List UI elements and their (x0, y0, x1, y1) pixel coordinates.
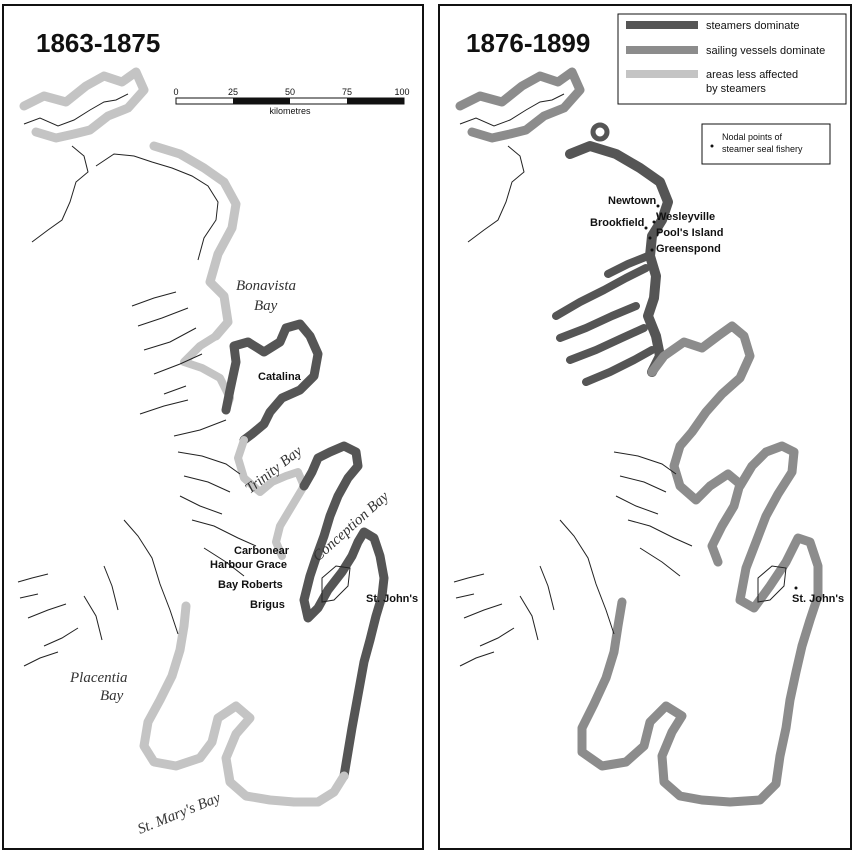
town-harbour-grace: Harbour Grace (210, 559, 287, 571)
coastline-bonavista-fjords (131, 291, 227, 437)
nodal-legend-label: Nodal points of (722, 132, 783, 142)
coast-band-northeast (565, 141, 673, 377)
nodal-legend: Nodal points of steamer seal fishery (701, 123, 831, 165)
bay-label-bonavista: Bonavista (236, 278, 296, 294)
town-brigus: Brigus (250, 599, 285, 611)
nodal-point (794, 586, 798, 590)
coastline-avalon-inner (757, 565, 787, 603)
bay-label-placentia-2: Bay (100, 688, 124, 704)
town-carbonear: Carbonear (234, 545, 290, 557)
legend-label-less-affected-2: by steamers (706, 83, 766, 95)
town-st-johns: St. John's (366, 593, 418, 605)
town-brookfield: Brookfield (590, 217, 644, 229)
nodal-point (644, 226, 648, 230)
legend: steamers dominate sailing vessels domina… (617, 13, 847, 105)
scale-tick-50: 50 (285, 87, 295, 97)
nodal-point (652, 220, 656, 224)
panel-title-left: 1863-1875 (36, 28, 160, 58)
coastline-inland (95, 153, 219, 261)
nodal-point (656, 204, 660, 208)
coastline-north (23, 93, 129, 243)
town-newtown: Newtown (608, 195, 657, 207)
nodal-legend-label-2: steamer seal fishery (722, 144, 803, 154)
town-pools-island: Pool's Island (656, 227, 723, 239)
scale-bar-segment (347, 98, 404, 104)
bay-label-st-marys: St. Mary's Bay (136, 790, 224, 838)
scale-tick-25: 25 (228, 87, 238, 97)
nodal-legend-box (701, 123, 831, 165)
coast-band-bonavista (552, 252, 656, 386)
coast-band-north (455, 67, 585, 143)
town-st-johns: St. John's (792, 593, 844, 605)
coastline-avalon-inner (321, 565, 351, 603)
coast-band-trinity (234, 436, 308, 560)
scale-unit: kilometres (269, 106, 311, 116)
town-wesleyville: Wesleyville (656, 211, 715, 223)
coastline-trinity-fjords (613, 451, 693, 577)
bay-label-bonavista-2: Bay (254, 298, 278, 314)
coastline-placentia (17, 519, 179, 667)
nodal-points (644, 204, 798, 590)
town-catalina: Catalina (258, 371, 302, 383)
scale-bar-segment (233, 98, 290, 104)
coast-band-bonavista (180, 332, 234, 414)
legend-swatch-less-affected (626, 70, 698, 78)
scale-tick-75: 75 (342, 87, 352, 97)
coast-band-catalina (221, 319, 323, 445)
coastline-placentia (453, 519, 615, 667)
town-bay-roberts: Bay Roberts (218, 579, 283, 591)
legend-label-less-affected: areas less affected (706, 69, 798, 81)
panel-1876-1899: 1876-1899 steamers dominate sailing vess… (438, 4, 852, 850)
coast-band-sailing-south (577, 321, 823, 807)
town-greenspond: Greenspond (656, 243, 721, 255)
coast-band-east (339, 591, 387, 781)
bay-label-placentia: Placentia (69, 670, 127, 686)
legend-label-sailing: sailing vessels dominate (706, 45, 825, 57)
nodal-point (650, 248, 654, 252)
nodal-point-symbol (710, 144, 714, 148)
scale-tick-100: 100 (394, 87, 409, 97)
coastline-north (459, 93, 565, 243)
legend-label-steamers: steamers dominate (706, 20, 800, 32)
panel-title-right: 1876-1899 (466, 28, 590, 58)
panel-1863-1875: 1863-1875 0 25 50 75 100 kilometres (2, 4, 424, 850)
scale-tick-0: 0 (173, 87, 178, 97)
legend-swatch-steamers (626, 21, 698, 29)
map-right: 1876-1899 steamers dominate sailing vess… (453, 13, 847, 807)
coastline-trinity-fjords (177, 451, 257, 577)
coast-band-south (139, 601, 349, 807)
nodal-point (648, 236, 652, 240)
island-ring (590, 122, 610, 142)
legend-swatch-sailing (626, 46, 698, 54)
coast-band-north (19, 67, 241, 341)
map-left: 1863-1875 0 25 50 75 100 kilometres (17, 28, 418, 838)
coast-band-conception (299, 441, 389, 623)
scale-bar: 0 25 50 75 100 kilometres (173, 87, 409, 116)
